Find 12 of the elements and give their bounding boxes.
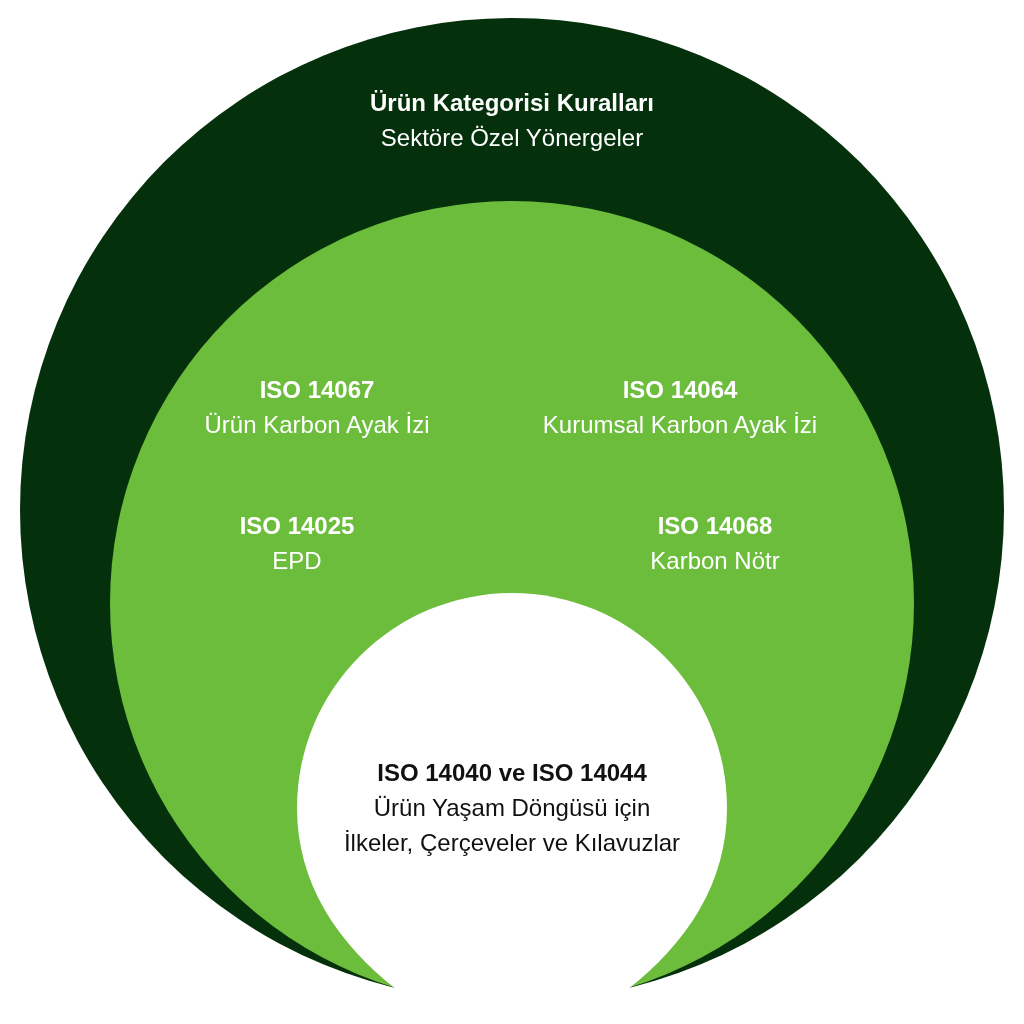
- circle-title: Ürün Kategorisi Kuralları: [369, 88, 655, 118]
- circle-subtitle: Sektöre Özel Yönergeler: [380, 123, 644, 153]
- standard-code: ISO 14025: [239, 511, 355, 541]
- standard-code: ISO 14040 ve ISO 14044: [377, 758, 647, 788]
- standard-description: Karbon Nötr: [650, 546, 780, 576]
- standard-description: Ürün Karbon Ayak İzi: [204, 410, 430, 440]
- standard-code: ISO 14067: [259, 375, 375, 405]
- standard-code: ISO 14068: [657, 511, 773, 541]
- standard-description: Ürün Yaşam Döngüsü için İlkeler, Çerçeveler ve Kılavuzlar: [342, 793, 682, 858]
- standard-description: EPD: [272, 546, 322, 576]
- standard-description: Kurumsal Karbon Ayak İzi: [542, 410, 818, 440]
- standard-code: ISO 14064: [622, 375, 738, 405]
